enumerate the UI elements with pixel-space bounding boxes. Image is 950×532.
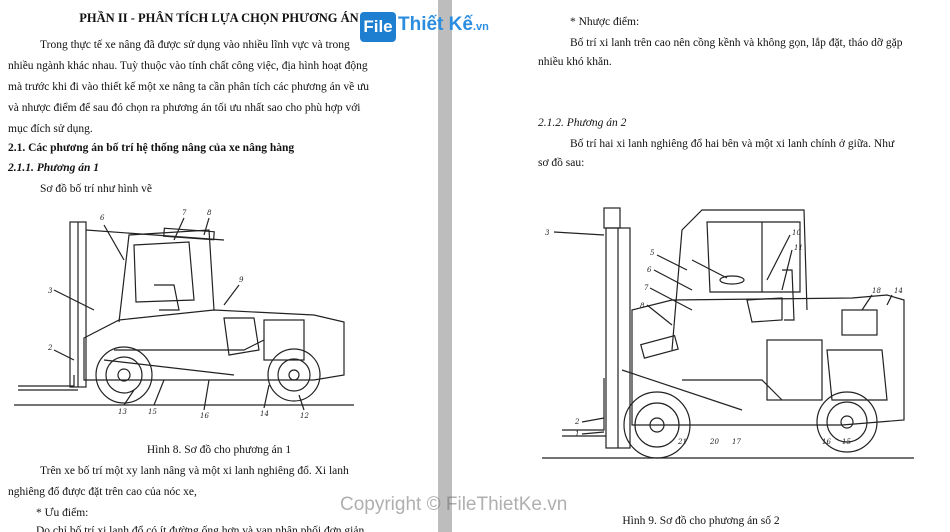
heading-2-1-1: 2.1.1. Phương án 1: [8, 162, 100, 174]
paragraph-line: nhiều ngành khác nhau. Tuỳ thuộc vào tín…: [8, 60, 368, 72]
fig1-label: 9: [239, 276, 244, 284]
fig2-label: 17: [732, 438, 741, 446]
fig2-label: 18: [872, 287, 881, 295]
logo-text: Thiết Kế.vn: [398, 14, 489, 36]
forklift-diagram-1: 6 7 8 9 3 2 13 15 16 14 12: [14, 209, 354, 420]
paragraph-line: mà trước khi đi vào thiết kế một xe nâng…: [8, 81, 370, 93]
document-page-left: PHẦN II - PHÂN TÍCH LỰA CHỌN PHƯƠNG ÁN T…: [0, 0, 438, 532]
fig1-label: 12: [300, 412, 309, 420]
fig2-label: 20: [709, 438, 719, 446]
fig1-label: 6: [100, 214, 105, 222]
paragraph-line: nhiều khó khăn.: [538, 56, 612, 68]
fig2-label: 3: [545, 229, 550, 237]
paragraph-line: Trên xe bố trí một xy lanh nâng và một x…: [40, 465, 349, 477]
fig1-label: 3: [48, 287, 53, 295]
fig2-label: 21: [677, 438, 687, 446]
forklift-diagram-2: 3 5 6 7 8 10 11 18 14 2 1 21 20 17 16 15: [542, 207, 914, 459]
heading-2-1-2: 2.1.2. Phương án 2: [538, 117, 627, 129]
site-logo: File Thiết Kế.vn: [360, 12, 489, 48]
fig1-label: 15: [148, 408, 157, 416]
paragraph-line: sơ đồ sau:: [538, 157, 585, 169]
fig2-label: 7: [644, 284, 649, 292]
fig1-label: 14: [260, 410, 269, 418]
paragraph-line: Bố trí hai xi lanh nghiêng đổ hai bên và…: [570, 138, 895, 150]
advantages-heading: * Ưu điểm:: [36, 507, 89, 519]
fig1-label: 8: [207, 209, 212, 217]
fig2-label: 5: [650, 249, 655, 257]
copyright-watermark: Copyright © FileThietKe.vn: [340, 494, 568, 515]
fig1-label: 13: [118, 408, 127, 416]
paragraph-line: Bố trí xi lanh trên cao nên cồng kềnh và…: [570, 37, 903, 49]
fig2-label: 6: [647, 266, 652, 274]
section-title: PHẦN II - PHÂN TÍCH LỰA CHỌN PHƯƠNG ÁN: [79, 11, 359, 25]
logo-suffix: .vn: [472, 21, 489, 33]
figure-caption: Hình 8. Sơ đồ cho phương án 1: [146, 444, 292, 456]
fig1-label: 2: [47, 344, 53, 352]
fig2-label: 10: [792, 229, 801, 237]
fig2-label: 16: [822, 438, 831, 446]
fig2-label: 1: [575, 430, 579, 438]
paragraph-line: mục đích sử dụng.: [8, 123, 93, 135]
disadvantages-heading: * Nhược điểm:: [570, 16, 640, 28]
fig1-label: 16: [200, 412, 209, 420]
fig2-label: 11: [794, 244, 803, 252]
figure-caption: Hình 9. Sơ đồ cho phương án số 2: [622, 515, 780, 527]
fig2-label: 8: [640, 302, 645, 310]
logo-file-badge: File: [360, 12, 396, 42]
figure-intro: Sơ đồ bố trí như hình vẽ: [40, 183, 152, 195]
fig2-label: 14: [894, 287, 903, 295]
paragraph-line: Do chỉ bố trí xi lanh đổ có ít đường ống…: [36, 525, 365, 532]
paragraph-line: và nhược điểm để sau đó chọn ra phương á…: [8, 102, 361, 114]
paragraph-line: nghiêng đổ được đặt trên cao của nóc xe,: [8, 486, 197, 498]
fig1-label: 7: [182, 209, 187, 217]
page-gap: [438, 0, 452, 532]
fig2-label: 15: [842, 438, 851, 446]
paragraph-line: Trong thực tế xe nâng đã được sử dụng và…: [40, 39, 350, 51]
fig2-label: 2: [574, 418, 580, 426]
logo-main-text: Thiết Kế: [398, 14, 473, 35]
document-page-right: * Nhược điểm: Bố trí xi lanh trên cao nê…: [452, 0, 950, 532]
heading-2-1: 2.1. Các phương án bố trí hệ thống nâng …: [8, 142, 295, 154]
